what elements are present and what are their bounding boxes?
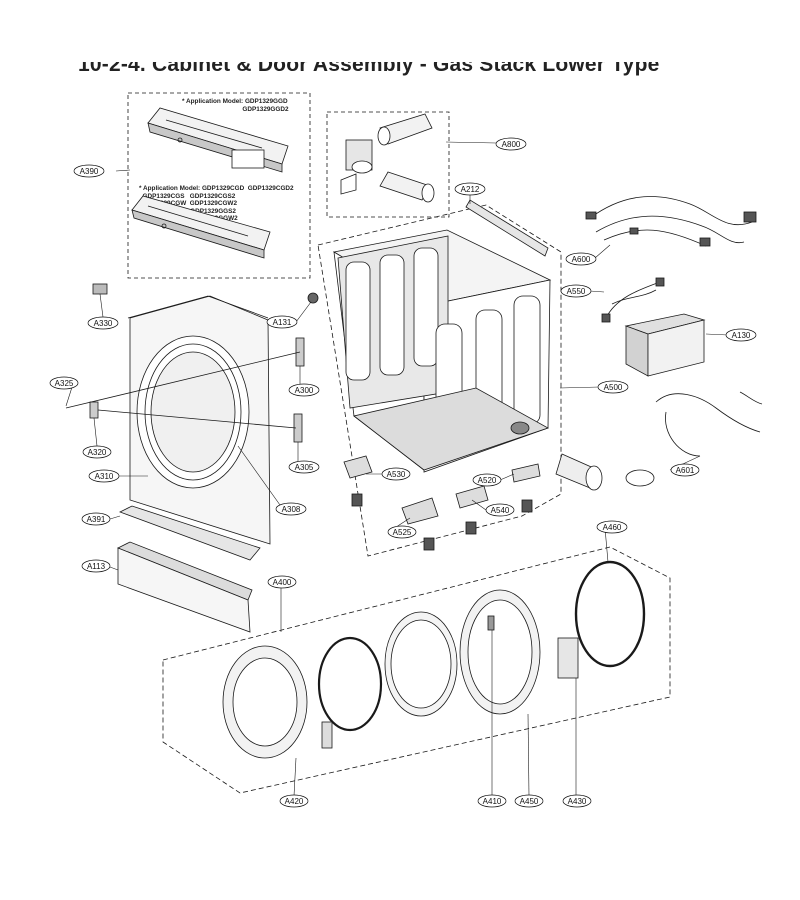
a600-wire-harness — [585, 196, 757, 247]
door-glass — [384, 611, 458, 717]
svg-text:A601: A601 — [676, 466, 695, 475]
label-a420: A420 — [279, 794, 309, 808]
svg-text:A308: A308 — [282, 505, 301, 514]
label-a308: A308 — [275, 502, 307, 516]
diagram-title: 10-2-4. Cabinet & Door Assembly - Gas St… — [78, 62, 660, 76]
label-a391: A391 — [81, 512, 111, 526]
label-a600: A600 — [565, 252, 597, 266]
label-a410: A410 — [477, 794, 507, 808]
a320-part — [89, 401, 99, 419]
leveling-feet — [351, 493, 533, 551]
label-a212: A212 — [454, 182, 486, 196]
leader-lines — [65, 141, 729, 797]
svg-text:A520: A520 — [478, 476, 497, 485]
label-a430: A430 — [562, 794, 592, 808]
a420-door-front — [222, 645, 308, 759]
a450-door-liner — [459, 589, 541, 715]
a131-part — [307, 292, 319, 304]
a400-gasket — [317, 636, 383, 732]
svg-text:A420: A420 — [285, 797, 304, 806]
svg-text:A540: A540 — [491, 506, 510, 515]
svg-text:A330: A330 — [94, 319, 113, 328]
svg-text:A460: A460 — [603, 523, 622, 532]
label-a550: A550 — [560, 284, 592, 298]
label-a530: A530 — [381, 467, 411, 481]
label-a390: A390 — [73, 164, 105, 178]
a550-cord — [601, 277, 665, 323]
svg-text:A131: A131 — [273, 318, 292, 327]
svg-text:A320: A320 — [88, 448, 107, 457]
application-box — [127, 92, 311, 279]
label-a131: A131 — [266, 315, 298, 329]
label-a400: A400 — [267, 575, 297, 589]
label-a450: A450 — [514, 794, 544, 808]
svg-text:A300: A300 — [295, 386, 314, 395]
label-a320: A320 — [82, 445, 112, 459]
svg-text:A310: A310 — [95, 472, 114, 481]
exhaust-outlet — [555, 453, 655, 491]
a330-switch — [92, 283, 108, 295]
a390-bracket-lower — [131, 195, 271, 259]
svg-text:A550: A550 — [567, 287, 586, 296]
foot-brackets — [343, 455, 541, 525]
svg-text:A450: A450 — [520, 797, 539, 806]
a390-bracket-upper — [147, 107, 289, 173]
svg-text:A130: A130 — [732, 331, 751, 340]
svg-text:A430: A430 — [568, 797, 587, 806]
a601-gas-hose — [655, 391, 763, 457]
svg-text:A525: A525 — [393, 528, 412, 537]
label-a130: A130 — [725, 328, 757, 342]
svg-text:A305: A305 — [295, 463, 314, 472]
svg-text:A500: A500 — [604, 383, 623, 392]
label-a520: A520 — [472, 473, 502, 487]
a391-bracket — [118, 505, 261, 561]
application-model-note-top: * Application Model: GDP1329GGD GDP1329G… — [182, 98, 289, 113]
svg-text:A400: A400 — [273, 578, 292, 587]
svg-text:A391: A391 — [87, 515, 106, 524]
label-a310: A310 — [88, 469, 120, 483]
svg-text:A212: A212 — [461, 185, 480, 194]
a800-duct — [340, 113, 435, 203]
label-a330: A330 — [87, 316, 119, 330]
label-a525: A525 — [387, 525, 417, 539]
svg-text:A530: A530 — [387, 470, 406, 479]
svg-text:A390: A390 — [80, 167, 99, 176]
a500-cabinet — [332, 229, 552, 473]
label-a540: A540 — [485, 503, 515, 517]
label-a460: A460 — [596, 520, 628, 534]
part-labels: A390 A800 A212 A600 A550 A130 A131 A330 … — [49, 137, 757, 808]
a410-part — [487, 615, 495, 631]
label-a113: A113 — [81, 559, 111, 573]
a430-hinge-plate — [557, 637, 579, 679]
a460-ring — [574, 560, 646, 668]
svg-text:A600: A600 — [572, 255, 591, 264]
label-a800: A800 — [495, 137, 527, 151]
duct-box — [326, 111, 450, 218]
a130-cover — [624, 313, 706, 377]
label-a601: A601 — [670, 463, 700, 477]
label-a300: A300 — [288, 383, 320, 397]
svg-text:A800: A800 — [502, 140, 521, 149]
label-a305: A305 — [288, 460, 320, 474]
label-a500: A500 — [597, 380, 629, 394]
a212-top-strip — [465, 199, 549, 257]
svg-text:A325: A325 — [55, 379, 74, 388]
svg-text:A410: A410 — [483, 797, 502, 806]
label-a325: A325 — [49, 376, 79, 390]
a310-front-panel — [127, 295, 271, 545]
a113-kick-plate — [117, 541, 253, 633]
cabinet-group-outline — [317, 204, 562, 557]
door-group-outline — [162, 546, 671, 794]
door-handle — [321, 721, 333, 749]
svg-text:A113: A113 — [87, 562, 106, 571]
